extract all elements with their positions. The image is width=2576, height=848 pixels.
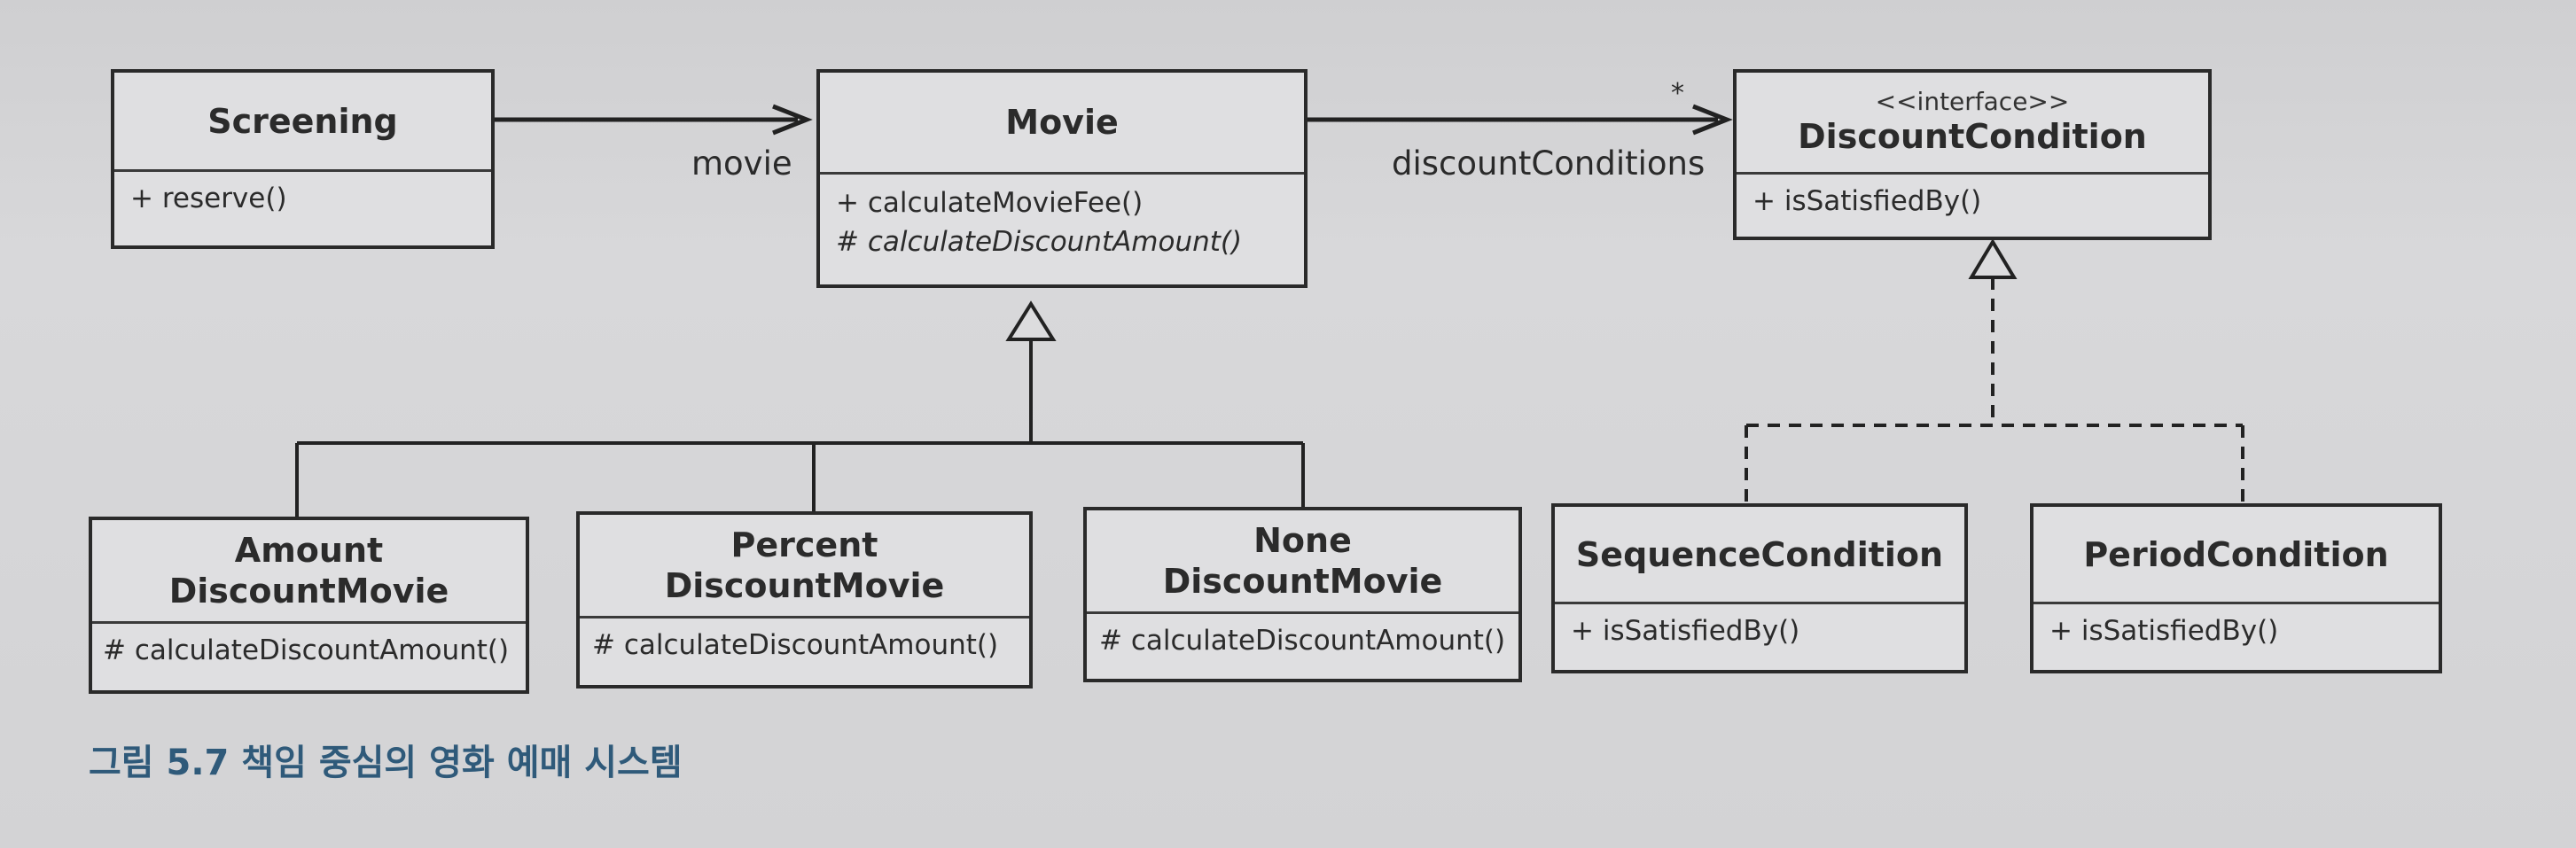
class-discountcondition: <<interface>> DiscountCondition + isSati… (1733, 69, 2212, 240)
class-operations: # calculateDiscountAmount() (580, 618, 1029, 672)
class-name: PeriodCondition (2083, 534, 2389, 574)
class-header: Amount DiscountMovie (92, 520, 526, 624)
generalization-triangle-movie (1005, 300, 1057, 341)
class-operations: # calculateDiscountAmount() (1087, 614, 1518, 667)
class-operations: + reserve() (114, 172, 491, 225)
class-screening: Screening + reserve() (111, 69, 495, 249)
class-nonediscountmovie: None DiscountMovie # calculateDiscountAm… (1083, 507, 1522, 682)
class-name-line2: DiscountMovie (664, 566, 945, 605)
operation: # calculateDiscountAmount() (592, 629, 999, 661)
role-label-discountconditions: discountConditions (1392, 144, 1706, 183)
class-operations: # calculateDiscountAmount() (92, 624, 526, 677)
operation: # calculateDiscountAmount() (1099, 625, 1506, 657)
realization-triangle-discountcondition (1968, 238, 2018, 279)
operation: + calculateMovieFee() (836, 187, 1144, 219)
operation: + isSatisfiedBy() (2049, 615, 2279, 647)
class-name: Screening (207, 101, 398, 141)
arrowhead-movie (772, 104, 813, 136)
multiplicity-label: * (1671, 78, 1684, 109)
class-name-line1: Percent (730, 525, 878, 564)
figure-caption: 그림 5.7 책임 중심의 영화 예매 시스템 (89, 743, 683, 783)
class-operations: + calculateMovieFee() # calculateDiscoun… (820, 175, 1304, 268)
class-periodcondition: PeriodCondition + isSatisfiedBy() (2030, 503, 2442, 673)
class-header: SequenceCondition (1555, 507, 1964, 604)
class-sequencecondition: SequenceCondition + isSatisfiedBy() (1551, 503, 1968, 673)
operation: + isSatisfiedBy() (1752, 185, 1982, 217)
class-header: Movie (820, 73, 1304, 175)
class-name-line2: DiscountMovie (168, 572, 449, 611)
class-operations: + isSatisfiedBy() (1555, 604, 1964, 657)
operation: + reserve() (130, 183, 287, 214)
class-name-line1: Amount (234, 531, 384, 570)
class-name: Movie (1005, 103, 1119, 142)
class-name: DiscountCondition (1798, 117, 2147, 156)
class-header: Screening (114, 73, 491, 172)
class-name-line1: None (1253, 521, 1352, 560)
class-operations: + isSatisfiedBy() (1737, 175, 2208, 228)
class-operations: + isSatisfiedBy() (2033, 604, 2439, 657)
role-label-movie: movie (691, 144, 792, 183)
class-percentdiscountmovie: Percent DiscountMovie # calculateDiscoun… (576, 511, 1033, 689)
stereotype-label: <<interface>> (1875, 87, 2070, 116)
operation: + isSatisfiedBy() (1571, 615, 1800, 647)
operation: # calculateDiscountAmount() (103, 634, 510, 666)
arrowhead-discountcondition (1692, 104, 1733, 136)
class-movie: Movie + calculateMovieFee() # calculateD… (816, 69, 1308, 288)
class-header: Percent DiscountMovie (580, 515, 1029, 618)
class-name-line2: DiscountMovie (1162, 562, 1443, 601)
class-name: SequenceCondition (1575, 534, 1944, 574)
class-header: <<interface>> DiscountCondition (1737, 73, 2208, 175)
class-amountdiscountmovie: Amount DiscountMovie # calculateDiscount… (89, 517, 529, 694)
class-header: None DiscountMovie (1087, 510, 1518, 614)
class-header: PeriodCondition (2033, 507, 2439, 604)
operation-abstract: # calculateDiscountAmount() (836, 226, 1243, 258)
